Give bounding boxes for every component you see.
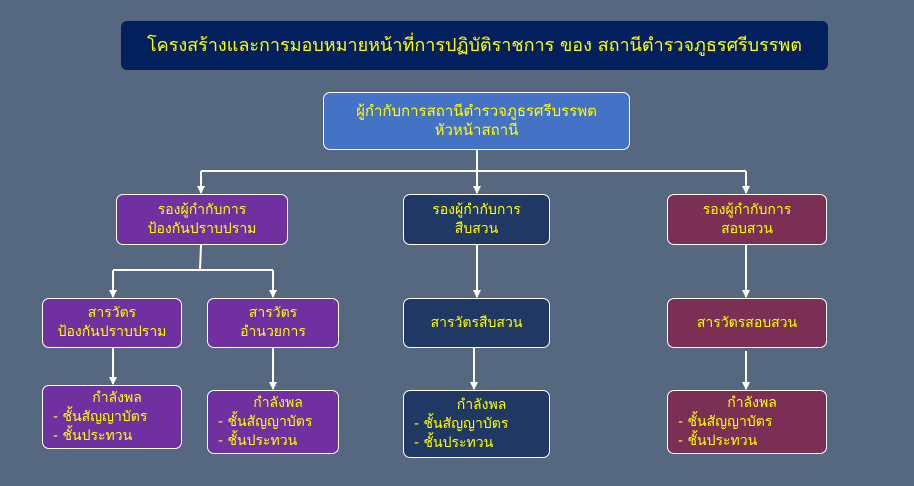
- label: สารวัตรสอบสวน: [696, 314, 798, 331]
- node-inspector-admin: สารวัตรอำนวยการ: [207, 298, 339, 348]
- label: สารวัตรสืบสวน: [430, 314, 523, 331]
- label: สารวัตร: [248, 305, 298, 321]
- label: - ชั้นสัญญาบัตร: [218, 413, 313, 430]
- head-line1: ผู้กำกับการสถานีตำรวจภูธรศรีบรรพต: [356, 102, 597, 120]
- head-line2: หัวหน้าสถานี: [434, 121, 519, 139]
- label: - ชั้นสัญญาบัตร: [678, 413, 773, 430]
- label: กำลังพล: [727, 394, 777, 411]
- node-deputy-inquiry: รองผู้กำกับการสอบสวน: [667, 194, 827, 245]
- node-deputy-prevention: รองผู้กำกับการป้องกันปราบปราม: [116, 194, 288, 245]
- node-personnel-2: กำลังพล - ชั้นสัญญาบัตร - ชั้นประทวน: [207, 390, 339, 454]
- label: - ชั้นประทวน: [218, 432, 298, 449]
- node-deputy-investigation: รองผู้กำกับการสืบสวน: [403, 194, 550, 245]
- label: กำลังพล: [253, 394, 303, 411]
- label: รองผู้กำกับการ: [157, 201, 247, 218]
- label: - ชั้นประทวน: [678, 432, 758, 449]
- label: ป้องกันปราบปราม: [57, 324, 167, 340]
- node-head: ผู้กำกับการสถานีตำรวจภูธรศรีบรรพต หัวหน้…: [323, 92, 630, 150]
- chart-title: โครงสร้างและการมอบหมายหน้าที่การปฏิบัติร…: [121, 21, 828, 70]
- node-inspector-investigation: สารวัตรสืบสวน: [403, 298, 550, 348]
- label: กำลังพล: [456, 396, 507, 413]
- label: - ชั้นประทวน: [414, 434, 494, 451]
- node-personnel-1: กำลังพล - ชั้นสัญญาบัตร - ชั้นประทวน: [42, 385, 182, 449]
- node-personnel-4: กำลังพล - ชั้นสัญญาบัตร - ชั้นประทวน: [667, 390, 827, 454]
- title-text: โครงสร้างและการมอบหมายหน้าที่การปฏิบัติร…: [147, 35, 802, 56]
- label: รองผู้กำกับการ: [432, 201, 521, 218]
- node-inspector-inquiry: สารวัตรสอบสวน: [667, 298, 827, 348]
- node-inspector-prevention: สารวัตรป้องกันปราบปราม: [42, 298, 182, 348]
- label: รองผู้กำกับการ: [702, 201, 792, 218]
- label: ป้องกันปราบปราม: [147, 220, 257, 237]
- node-personnel-3: กำลังพล - ชั้นสัญญาบัตร - ชั้นประทวน: [403, 390, 550, 458]
- label: อำนวยการ: [240, 324, 306, 340]
- label: - ชั้นสัญญาบัตร: [53, 408, 148, 425]
- label: สารวัตร: [87, 305, 137, 321]
- label: กำลังพล: [92, 389, 142, 406]
- label: - ชั้นสัญญาบัตร: [414, 415, 509, 432]
- label: - ชั้นประทวน: [53, 427, 133, 444]
- label: สอบสวน: [721, 220, 773, 237]
- label: สืบสวน: [454, 220, 499, 237]
